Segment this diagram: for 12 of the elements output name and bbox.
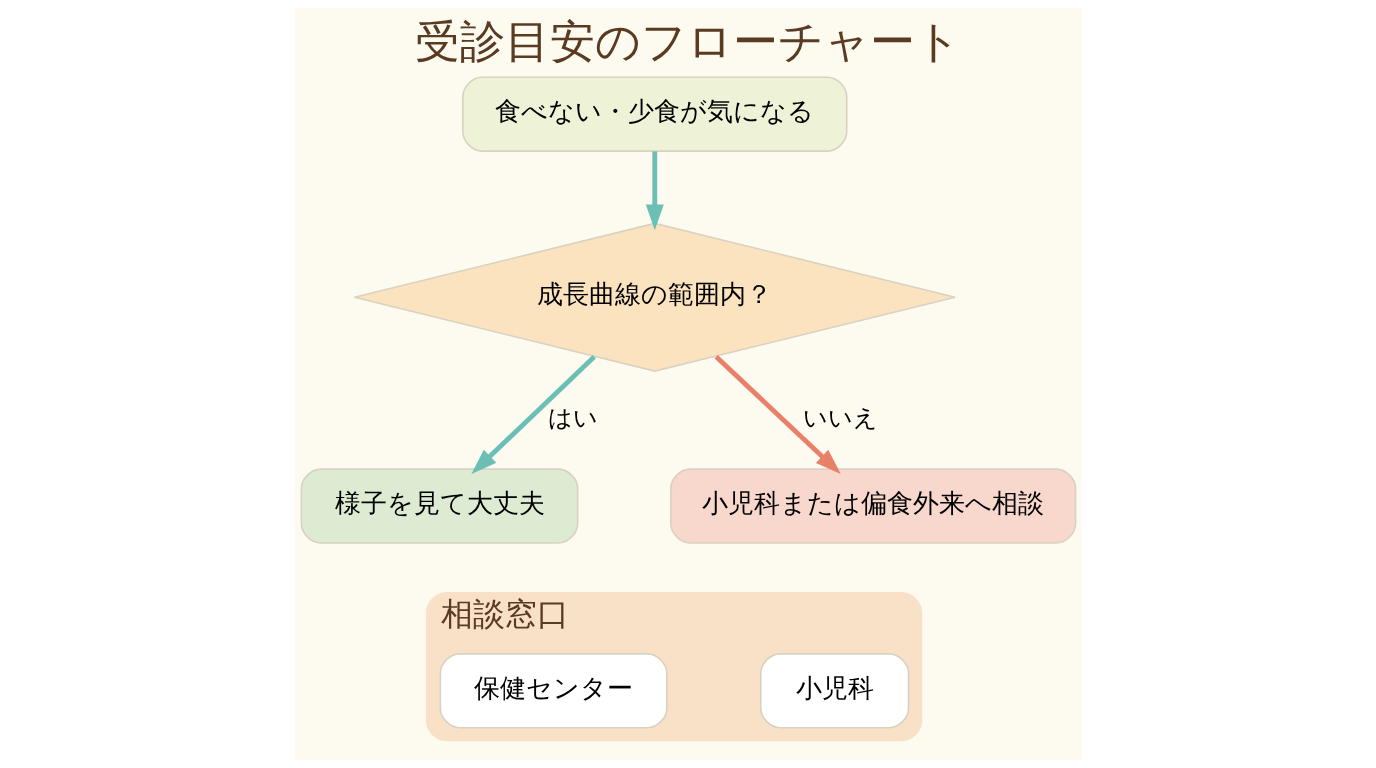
node-box: 保健センター bbox=[439, 653, 668, 729]
arrow bbox=[470, 354, 596, 474]
edge-label: いいえ bbox=[802, 403, 878, 432]
node-box: 様子を見て大丈夫 bbox=[300, 468, 578, 544]
arrow bbox=[645, 151, 664, 231]
node-box: 小児科または偏食外来へ相談 bbox=[669, 468, 1076, 544]
arrow bbox=[714, 354, 841, 474]
edge-label: はい bbox=[547, 403, 598, 432]
node-box: 小児科 bbox=[759, 653, 909, 729]
node-box: 食べない・少食が気になる bbox=[461, 76, 847, 152]
node-diamond: 成長曲線の範囲内？ bbox=[353, 222, 956, 372]
diagram-title: 受診目安のフローチャート bbox=[415, 14, 961, 68]
